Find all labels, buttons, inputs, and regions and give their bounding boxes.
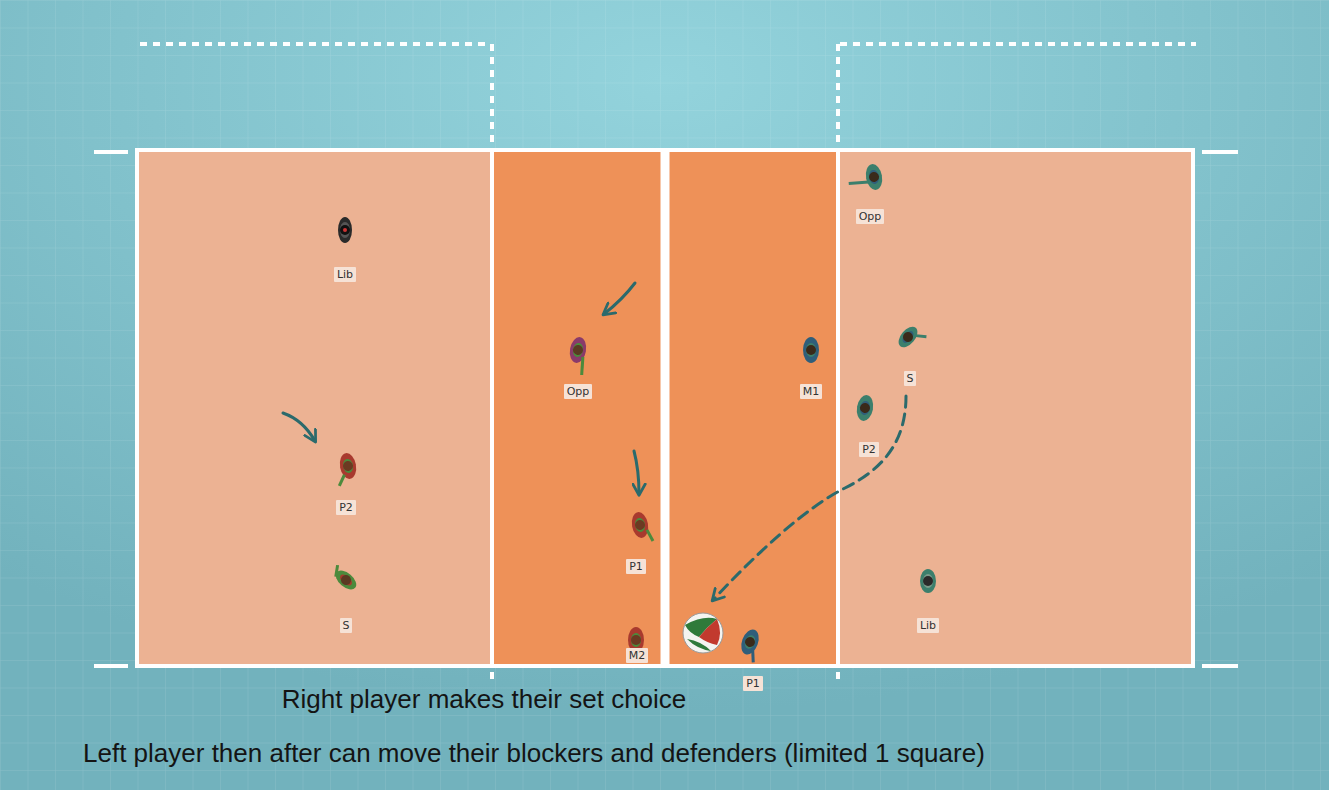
player-tag: Lib bbox=[334, 267, 356, 282]
player-figure bbox=[846, 163, 884, 195]
player-tag: S bbox=[340, 618, 353, 633]
player-tag: P1 bbox=[743, 676, 763, 691]
player-label: Opp bbox=[567, 385, 590, 398]
player-tag: P2 bbox=[336, 500, 356, 515]
player-label: Lib bbox=[337, 268, 353, 281]
player-figure bbox=[920, 569, 936, 593]
player-label: M1 bbox=[803, 385, 820, 398]
player-figure bbox=[855, 394, 875, 422]
corner-ticks bbox=[94, 152, 1238, 666]
player-label: M2 bbox=[629, 649, 646, 662]
player-label: Lib bbox=[920, 619, 936, 632]
player-figure bbox=[736, 627, 764, 662]
player-tag: S bbox=[904, 371, 917, 386]
instruction-note: Right player makes their set choice bbox=[282, 684, 687, 714]
player-tag: Opp bbox=[856, 209, 885, 224]
player-label: P1 bbox=[746, 677, 760, 690]
player-label: P2 bbox=[862, 443, 876, 456]
instruction-note: Left player then after can move their bl… bbox=[83, 738, 985, 768]
player-label: Opp bbox=[859, 210, 882, 223]
player-label: P2 bbox=[339, 501, 353, 514]
player-figure bbox=[329, 564, 359, 593]
net-line bbox=[661, 150, 670, 666]
player-figure bbox=[566, 336, 588, 375]
court-lines bbox=[137, 150, 1193, 666]
dotted-lines bbox=[140, 44, 1196, 680]
player-tag: P2 bbox=[859, 442, 879, 457]
court-floor bbox=[137, 150, 1193, 666]
player-tag: Lib bbox=[917, 618, 939, 633]
player-label: S bbox=[343, 619, 350, 632]
instruction-text: Right player makes their set choice bbox=[282, 684, 687, 714]
player-tag: Opp bbox=[564, 384, 593, 399]
front-zone bbox=[665, 152, 837, 664]
player-figure bbox=[630, 510, 653, 544]
volleyball bbox=[683, 613, 723, 653]
player-label: S bbox=[907, 372, 914, 385]
player-tag: M1 bbox=[800, 384, 823, 399]
set-path bbox=[713, 396, 906, 600]
move-arrows bbox=[283, 283, 639, 494]
player-tag: P1 bbox=[626, 559, 646, 574]
player-tag: M2 bbox=[626, 648, 649, 663]
instruction-text: Left player then after can move their bl… bbox=[83, 738, 985, 768]
player-figure bbox=[338, 217, 352, 243]
front-zone bbox=[494, 152, 665, 664]
player-figure bbox=[334, 452, 359, 486]
player-label: P1 bbox=[629, 560, 643, 573]
player-figure bbox=[803, 337, 819, 363]
player-figure bbox=[895, 323, 927, 355]
